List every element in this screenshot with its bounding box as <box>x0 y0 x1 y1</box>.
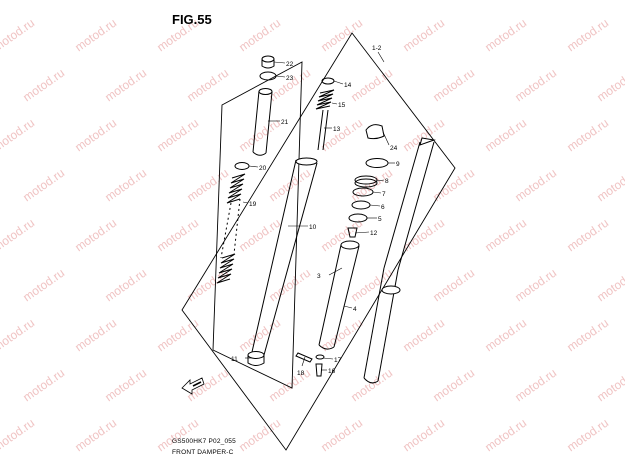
cap-bolt-part <box>261 55 275 69</box>
callout-20: 20 <box>259 165 267 172</box>
callout-18: 18 <box>297 370 305 377</box>
fork-spring-part <box>216 173 246 284</box>
damper-bolt-part <box>315 363 323 377</box>
gasket-part <box>315 354 325 360</box>
callout-16: 16 <box>328 368 336 375</box>
callout-6: 6 <box>381 204 385 211</box>
callout-21: 21 <box>281 119 289 126</box>
callout-11: 11 <box>231 356 238 363</box>
oil-lock-piece-part <box>347 227 358 238</box>
guide-bush-part <box>351 200 371 210</box>
callout-labels: 1-2 22 23 21 20 19 14 15 13 10 11 24 9 8… <box>231 45 400 377</box>
callout-14: 14 <box>344 82 352 89</box>
drawing-name: FRONT DAMPER-C <box>172 449 234 456</box>
drain-bolt-part <box>295 352 313 363</box>
bush-part <box>247 351 265 366</box>
callout-9: 9 <box>396 161 400 168</box>
leader-lines <box>242 51 395 371</box>
callout-22: 22 <box>286 61 294 68</box>
oil-seal-stopper-part <box>365 158 389 168</box>
dust-seal-part <box>365 124 385 140</box>
outer-tube-left-part <box>318 240 360 350</box>
callout-8: 8 <box>385 178 389 185</box>
damper-rod-part <box>317 109 329 151</box>
oil-seal-retainer-part <box>352 187 374 197</box>
outer-tube-right-part <box>363 137 436 384</box>
o-ring-part <box>259 71 277 81</box>
callout-7: 7 <box>382 191 386 198</box>
washer-part <box>234 162 250 170</box>
assembly-outline <box>181 32 456 451</box>
piston-ring-part <box>321 77 335 85</box>
rebound-spring-part <box>315 89 335 110</box>
callout-1-2: 1-2 <box>372 45 382 52</box>
callout-12: 12 <box>370 230 378 237</box>
inner-tube-part <box>251 157 318 356</box>
oil-seal-part <box>354 175 378 188</box>
callout-23: 23 <box>286 75 294 82</box>
front-direction-arrow-icon <box>181 377 205 395</box>
callout-10: 10 <box>309 224 317 231</box>
callout-13: 13 <box>333 126 341 133</box>
callout-3: 3 <box>317 273 321 280</box>
callout-17: 17 <box>334 357 342 364</box>
callout-19: 19 <box>249 201 257 208</box>
callout-24: 24 <box>390 145 398 152</box>
callout-15: 15 <box>338 102 346 109</box>
callout-4: 4 <box>353 306 357 313</box>
drawing-code: GS500HK7 P02_055 <box>172 438 236 445</box>
figure-title: FIG.55 <box>172 12 212 27</box>
subassembly-outline <box>212 61 303 389</box>
slide-metal-part <box>348 213 368 223</box>
callout-5: 5 <box>378 216 382 223</box>
spacer-tube-part <box>252 88 273 156</box>
